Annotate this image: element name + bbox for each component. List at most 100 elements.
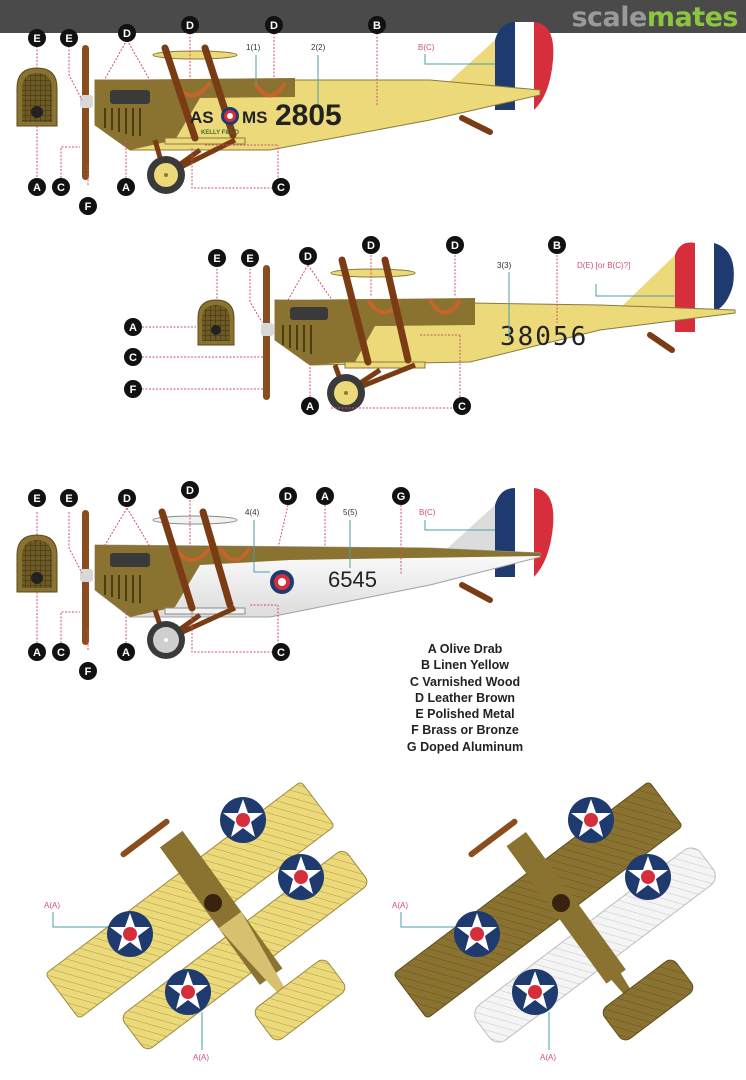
- plan-view-yellow: A(A) A(A): [44, 782, 368, 1062]
- callout-badge: D: [279, 487, 297, 505]
- profile-1: AS MS 2805 KELLY FIELD 1(1) 2(2) B(C) E …: [16, 16, 554, 215]
- roundel: [278, 854, 324, 900]
- callout-badge: F: [79, 662, 97, 680]
- callout-badge: A: [117, 178, 135, 196]
- color-legend: A Olive Drab B Linen Yellow C Varnished …: [395, 641, 535, 755]
- svg-text:C: C: [57, 182, 65, 194]
- propeller: [82, 45, 89, 180]
- plan-view-olive: A(A) A(A): [392, 782, 716, 1062]
- svg-text:C: C: [458, 401, 466, 413]
- svg-text:E: E: [33, 33, 40, 45]
- svg-text:A: A: [321, 491, 329, 503]
- note-label: 3(3): [497, 261, 512, 270]
- svg-text:G: G: [397, 491, 406, 503]
- note-label: 5(5): [343, 508, 358, 517]
- legend-item-a: A Olive Drab: [427, 642, 503, 656]
- svg-text:D: D: [304, 251, 312, 263]
- callout-badge: E: [60, 29, 78, 47]
- roundel: [165, 969, 211, 1015]
- svg-text:E: E: [33, 493, 40, 505]
- note-label: 4(4): [245, 508, 260, 517]
- serial-number: 38056: [500, 322, 588, 352]
- propeller: [468, 818, 518, 858]
- svg-text:A: A: [129, 322, 137, 334]
- note-label: 2(2): [311, 43, 326, 52]
- logo-text-mates: mates: [646, 2, 739, 33]
- upper-wing: [152, 515, 238, 525]
- callout-badge: D: [362, 236, 380, 254]
- note-label: B(C): [418, 43, 435, 52]
- svg-text:A: A: [33, 182, 41, 194]
- roundel: [107, 911, 153, 957]
- tailplane: [254, 959, 346, 1041]
- callout-badge: C: [52, 643, 70, 661]
- callout-badge: D: [446, 236, 464, 254]
- callout-badge: G: [392, 487, 410, 505]
- note-label: A(A): [193, 1053, 209, 1062]
- legend-item-b: B Linen Yellow: [421, 658, 509, 673]
- upper-wing: [46, 782, 334, 1018]
- legend-item-c: C Varnished Wood: [409, 674, 521, 689]
- note-label: B(C): [419, 508, 436, 517]
- unit-text: KELLY FIELD: [201, 130, 240, 136]
- svg-text:C: C: [277, 647, 285, 659]
- serial-number: 6545: [328, 567, 377, 592]
- svg-text:D: D: [186, 485, 194, 497]
- callout-badge: E: [28, 489, 46, 507]
- svg-text:B: B: [373, 20, 381, 32]
- callout-badge: D: [181, 481, 199, 499]
- roundel: [625, 854, 671, 900]
- profile-3: 6545 4(4) 5(5) B(C) E E D D D A G A C A …: [16, 481, 554, 680]
- callout-badge: E: [208, 249, 226, 267]
- legend-item-f: F Brass or Bronze: [411, 723, 519, 738]
- callout-badge: C: [124, 348, 142, 366]
- callout-badge: C: [453, 397, 471, 415]
- svg-text:D: D: [284, 491, 292, 503]
- svg-text:D: D: [186, 20, 194, 32]
- callout-badge: A: [28, 643, 46, 661]
- left-badges: A C F: [124, 318, 142, 398]
- svg-text:A: A: [306, 401, 314, 413]
- spinner: [80, 569, 93, 582]
- radiator-front-view: [16, 67, 58, 127]
- radiator-front-view: [197, 299, 235, 346]
- scalemates-logo[interactable]: scalemates: [571, 2, 738, 33]
- svg-text:E: E: [65, 33, 72, 45]
- svg-text:D: D: [270, 20, 278, 32]
- bottom-badges: A C A C F: [28, 643, 290, 680]
- svg-text:F: F: [130, 384, 137, 396]
- callout-badge: E: [241, 249, 259, 267]
- callout-badge: F: [124, 380, 142, 398]
- svg-text:A: A: [33, 647, 41, 659]
- callout-badge: A: [316, 487, 334, 505]
- svg-text:B: B: [553, 240, 561, 252]
- top-badges: E E D D D B: [28, 16, 386, 47]
- profile-2: 38056 3(3) D(E) [or B(C)?] E E D D D B A…: [124, 236, 736, 415]
- upper-wing: [330, 268, 416, 278]
- note-label: A(A): [540, 1053, 556, 1062]
- roundel: [220, 797, 266, 843]
- svg-text:D: D: [123, 493, 131, 505]
- callout-badge: D: [265, 16, 283, 34]
- roundel: [568, 797, 614, 843]
- callout-badge: D: [118, 24, 136, 42]
- callout-badge: C: [272, 178, 290, 196]
- svg-text:C: C: [57, 647, 65, 659]
- note-label: D(E) [or B(C)?]: [577, 261, 630, 270]
- svg-text:D: D: [123, 28, 131, 40]
- callout-badge: A: [117, 643, 135, 661]
- serial-number: 2805: [275, 99, 342, 132]
- engine-cowling: [95, 545, 540, 617]
- upper-wing: [394, 782, 682, 1018]
- note-label: A(A): [392, 901, 408, 910]
- svg-text:A: A: [122, 647, 130, 659]
- top-badges: E E D D D B: [208, 236, 566, 267]
- callout-badge: D: [118, 489, 136, 507]
- callout-badge: B: [368, 16, 386, 34]
- bottom-badges: A C: [301, 397, 471, 415]
- callout-badge: D: [299, 247, 317, 265]
- callout-badge: C: [52, 178, 70, 196]
- svg-text:E: E: [213, 253, 220, 265]
- callout-badge: F: [79, 197, 97, 215]
